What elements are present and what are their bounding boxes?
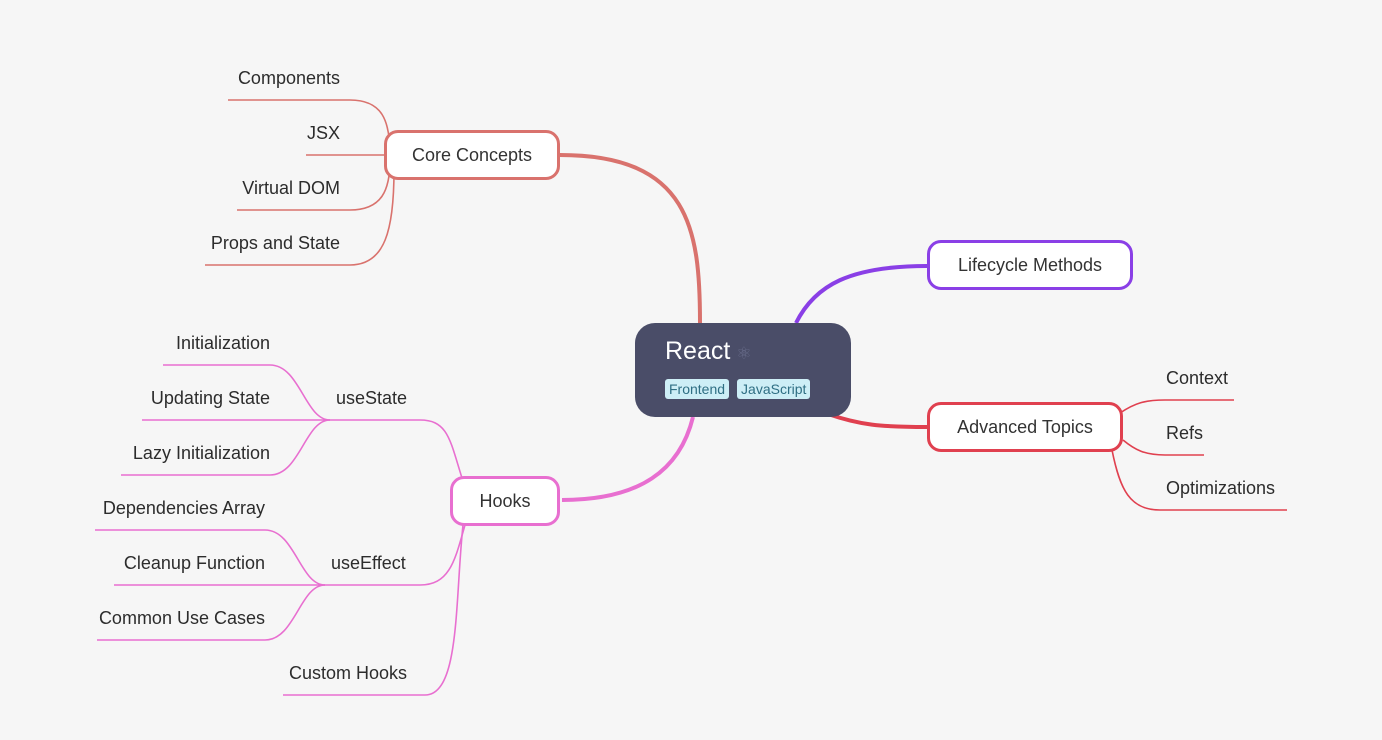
link-root-core-concepts	[559, 153, 702, 324]
subtopic-optimizations[interactable]: Optimizations	[1166, 478, 1276, 498]
subtopic-props-and-state[interactable]: Props and State	[210, 233, 340, 253]
subtopic-updating-state[interactable]: Updating State	[150, 388, 270, 408]
subtopic-refs[interactable]: Refs	[1166, 423, 1204, 443]
link-usestate-lazy	[121, 419, 331, 476]
subtopic-virtual-dom[interactable]: Virtual DOM	[242, 178, 340, 198]
root-title: React	[665, 337, 731, 365]
link-usestate-initialization	[163, 364, 331, 421]
subtopic-context[interactable]: Context	[1166, 368, 1229, 388]
root-node-react[interactable]: React ⚛ Frontend JavaScript	[635, 323, 851, 417]
subtopic-components[interactable]: Components	[237, 68, 340, 88]
link-advanced-context	[1119, 399, 1234, 414]
subtopic-usestate[interactable]: useState	[336, 388, 408, 408]
link-root-lifecycle	[794, 264, 928, 324]
tag-frontend: Frontend	[665, 379, 730, 399]
topic-core-concepts[interactable]: Core Concepts	[384, 130, 560, 180]
subtopic-custom-hooks[interactable]: Custom Hooks	[288, 663, 407, 683]
link-advanced-optimizations	[1111, 449, 1287, 511]
link-root-advanced	[827, 412, 928, 429]
subtopic-initialization[interactable]: Initialization	[175, 333, 270, 353]
atom-icon: ⚛	[736, 343, 752, 363]
link-hooks-usestate	[330, 419, 463, 479]
subtopic-jsx[interactable]: JSX	[306, 123, 340, 143]
link-advanced-refs	[1122, 439, 1204, 456]
subtopic-dependencies-array[interactable]: Dependencies Array	[102, 498, 265, 518]
topic-hooks[interactable]: Hooks	[450, 476, 560, 526]
topic-lifecycle-methods[interactable]: Lifecycle Methods	[927, 240, 1133, 290]
link-core-props-state	[205, 169, 395, 266]
subtopic-lazy-initialization[interactable]: Lazy Initialization	[132, 443, 270, 463]
subtopic-common-use-cases[interactable]: Common Use Cases	[98, 608, 265, 628]
tag-javascript: JavaScript	[737, 379, 811, 399]
topic-advanced-topics[interactable]: Advanced Topics	[927, 402, 1123, 452]
link-useeffect-usecases	[97, 584, 326, 641]
subtopic-useeffect[interactable]: useEffect	[331, 553, 406, 573]
link-hooks-custom	[283, 524, 464, 696]
link-useeffect-dependencies	[95, 529, 326, 586]
link-root-hooks	[561, 416, 695, 502]
subtopic-cleanup-function[interactable]: Cleanup Function	[123, 553, 265, 573]
